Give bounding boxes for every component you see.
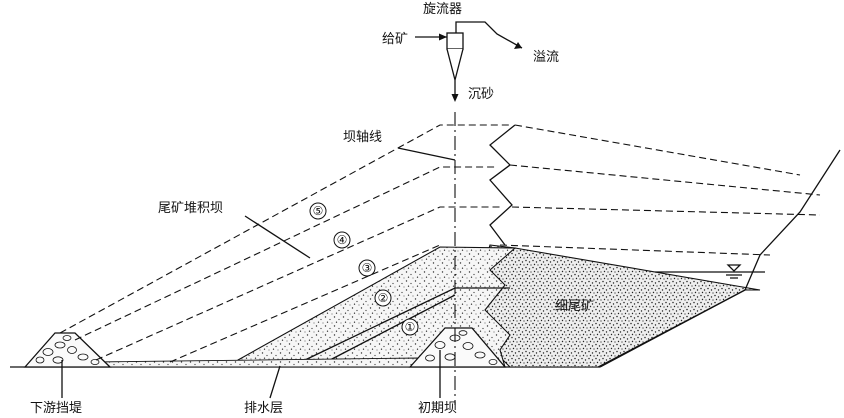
drainage-layer-leader [269, 365, 281, 399]
stage-number-5: ⑤ [309, 202, 327, 220]
stage-number-1-text: ① [405, 320, 416, 334]
future-stage-outlines [59, 124, 821, 363]
dam-axis-label: 坝轴线 [343, 130, 382, 145]
overflow-label: 溢流 [533, 50, 559, 65]
water-level-symbol [726, 264, 742, 279]
feed-label: 给矿 [382, 32, 408, 47]
stage-number-1: ① [401, 318, 419, 336]
stage-number-4-text: ④ [337, 233, 348, 247]
stage-number-3: ③ [358, 259, 376, 277]
dam-axis-leader [397, 147, 456, 161]
stage-number-2-text: ② [378, 291, 389, 305]
cyclone-label: 旋流器 [423, 2, 462, 17]
sand-label: 沉砂 [468, 87, 494, 102]
downstream-dike-label: 下游挡堤 [30, 401, 82, 416]
tailings-dam-leader [244, 215, 311, 259]
valley-slope [599, 149, 841, 368]
drainage-layer-label: 排水层 [244, 401, 283, 416]
fine-tailings-label: 细尾矿 [555, 299, 594, 314]
starter-dam-label: 初期坝 [418, 401, 457, 416]
fine-tailings-body [469, 244, 761, 368]
stage-number-3-text: ③ [362, 261, 373, 275]
tailings-dam-label: 尾矿堆积坝 [158, 201, 223, 216]
cyclone-icon [415, 21, 523, 102]
starter-dam-shape [408, 327, 507, 368]
stage-number-4: ④ [333, 231, 351, 249]
stage-number-5-text: ⑤ [313, 204, 324, 218]
downstream-dike-rocks [35, 335, 100, 365]
stage-number-2: ② [374, 289, 392, 307]
